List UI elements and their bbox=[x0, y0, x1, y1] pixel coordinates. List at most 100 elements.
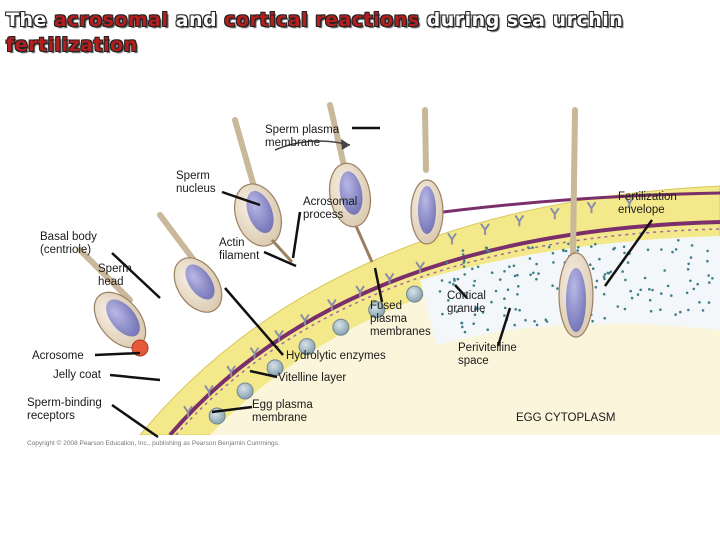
perivitelline-dot bbox=[488, 250, 491, 253]
perivitelline-dot bbox=[686, 268, 690, 271]
perivitelline-dot bbox=[609, 270, 613, 274]
perivitelline-dot bbox=[461, 249, 465, 252]
perivitelline-dot bbox=[533, 320, 536, 323]
perivitelline-dot bbox=[707, 301, 711, 304]
sperm-5 bbox=[410, 107, 444, 245]
perivitelline-dot bbox=[490, 271, 494, 275]
sperm-1 bbox=[77, 247, 149, 357]
perivitelline-dot bbox=[591, 319, 594, 323]
cortical-granule-5 bbox=[332, 318, 350, 336]
fertilization-envelope-line bbox=[419, 191, 720, 217]
perivitelline-dot bbox=[577, 246, 580, 249]
perivitelline-dot bbox=[463, 259, 466, 263]
perivitelline-dot bbox=[494, 289, 498, 293]
sperm-binding-receptor-14 bbox=[549, 207, 560, 220]
perivitelline-dot bbox=[648, 298, 652, 302]
cortical-granules bbox=[208, 285, 424, 425]
sperm-binding-receptor-1 bbox=[183, 405, 193, 418]
perivitelline-dot bbox=[512, 264, 516, 268]
perivitelline-dot bbox=[486, 328, 490, 332]
perivitelline-dot bbox=[670, 294, 673, 297]
perivitelline-dot bbox=[485, 249, 489, 253]
perivitelline-dot bbox=[660, 292, 663, 295]
sperm-6 bbox=[558, 107, 594, 338]
perivitelline-dot bbox=[461, 253, 465, 256]
perivitelline-dot bbox=[576, 249, 579, 252]
perivitelline-dot bbox=[544, 318, 548, 322]
perivitelline-dot bbox=[547, 245, 551, 249]
perivitelline-dot bbox=[537, 272, 540, 275]
label-jelly-coat: Jelly coat bbox=[53, 369, 102, 381]
perivitelline-dot bbox=[463, 330, 467, 334]
perivitelline-dot bbox=[687, 308, 690, 312]
perivitelline-dot bbox=[517, 285, 520, 288]
perivitelline-dot bbox=[706, 249, 709, 253]
perivitelline-dot bbox=[603, 273, 607, 276]
label-basal-body: Basal body(centriole) bbox=[40, 231, 97, 256]
perivitelline-dot bbox=[685, 291, 689, 295]
sperm-binding-receptor-12 bbox=[480, 223, 490, 235]
sperm-binding-receptor-4 bbox=[249, 347, 260, 359]
perivitelline-dot bbox=[472, 284, 476, 287]
sperm-2 bbox=[157, 212, 223, 313]
perivitelline-dot bbox=[453, 277, 456, 281]
perivitelline-dot bbox=[513, 274, 517, 278]
perivitelline-dot bbox=[463, 273, 467, 276]
perivitelline-dot bbox=[485, 246, 489, 250]
perivitelline-dot bbox=[440, 279, 444, 282]
perivitelline-dot bbox=[567, 242, 570, 246]
perivitelline-dot bbox=[445, 261, 449, 265]
perivitelline-dot bbox=[594, 242, 597, 246]
perivitelline-dot bbox=[503, 314, 506, 317]
sperm-binding-receptor-13 bbox=[514, 214, 525, 227]
perivitelline-dot bbox=[498, 278, 502, 281]
perivitelline-dot bbox=[481, 311, 485, 314]
perivitelline-dot bbox=[646, 248, 650, 252]
perivitelline-dot bbox=[602, 275, 606, 279]
perivitelline-dot bbox=[516, 293, 519, 296]
perivitelline-dot bbox=[689, 256, 693, 259]
perivitelline-dot bbox=[535, 262, 538, 266]
perivitelline-dot bbox=[447, 299, 450, 302]
sperm-4 bbox=[327, 102, 374, 263]
sperm-binding-receptor-5 bbox=[274, 329, 284, 342]
arrowhead-icon bbox=[341, 139, 350, 150]
sperm-binding-receptor-11 bbox=[447, 232, 457, 245]
perivitelline-dot bbox=[679, 310, 682, 314]
perivitelline-dot bbox=[503, 306, 507, 310]
cortical-granule-7 bbox=[406, 285, 424, 303]
copyright-notice: Copyright © 2008 Pearson Education, Inc.… bbox=[27, 439, 280, 447]
perivitelline-dot bbox=[455, 310, 459, 314]
perivitelline-dot bbox=[674, 248, 678, 251]
perivitelline-dot bbox=[526, 246, 530, 249]
perivitelline-dot bbox=[438, 290, 442, 293]
perivitelline-dot bbox=[532, 271, 535, 275]
perivitelline-dot bbox=[671, 250, 674, 254]
perivitelline-dot bbox=[508, 265, 511, 269]
perivitelline-dot bbox=[630, 296, 634, 300]
perivitelline-dot bbox=[648, 288, 651, 291]
egg-plasma-membrane-line bbox=[168, 220, 720, 435]
perivitelline-dot bbox=[623, 251, 626, 255]
perivitelline-dot bbox=[591, 267, 595, 271]
label-acrosome: Acrosome bbox=[32, 350, 84, 362]
perivitelline-dot bbox=[529, 273, 532, 277]
perivitelline-dot bbox=[441, 312, 444, 316]
title-word-acrosomal: acrosomal bbox=[54, 9, 169, 31]
perivitelline-dot bbox=[629, 289, 632, 293]
perivitelline-dot bbox=[475, 306, 479, 309]
perivitelline-dot bbox=[535, 323, 539, 327]
perivitelline-dot bbox=[473, 279, 477, 283]
perivitelline-dot bbox=[602, 292, 606, 296]
perivitelline-dot bbox=[677, 239, 680, 242]
perivitelline-dot bbox=[472, 322, 476, 326]
perivitelline-dot bbox=[616, 305, 620, 308]
perivitelline-dot bbox=[603, 277, 606, 281]
perivitelline-dot bbox=[456, 277, 460, 281]
